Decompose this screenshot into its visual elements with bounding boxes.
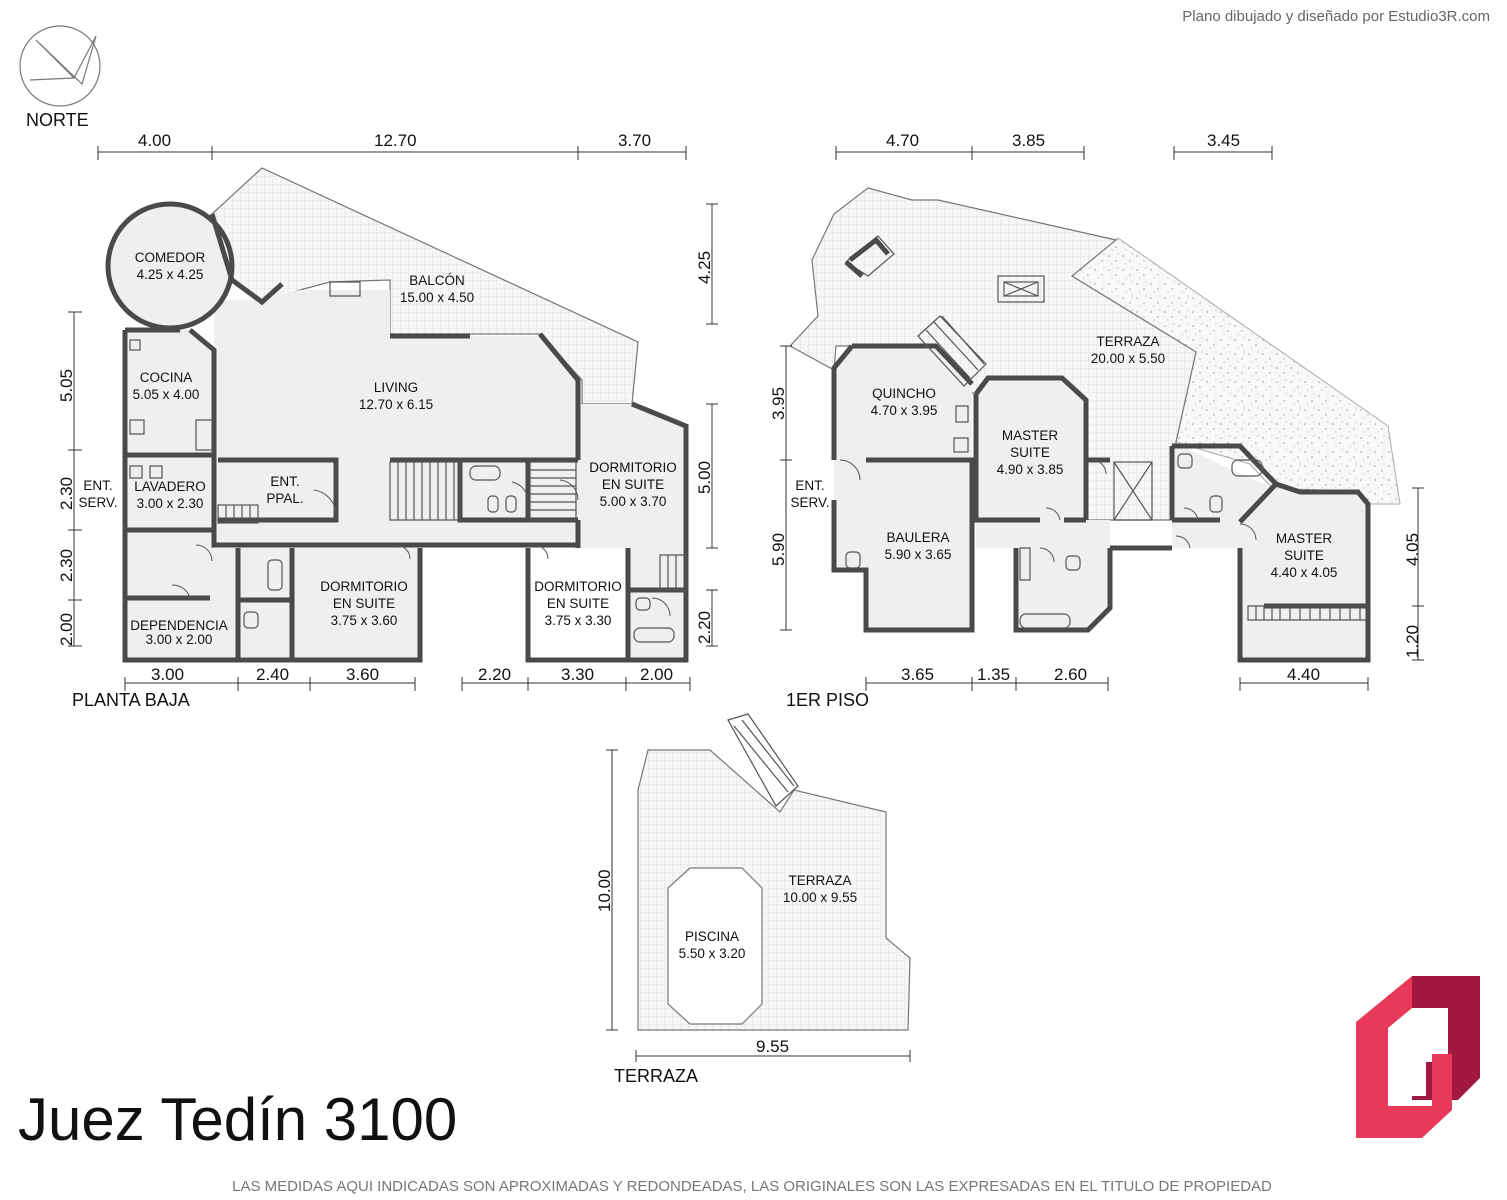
room-dorm3-name: DORMITORIO	[534, 579, 622, 594]
room-dependencia-name: DEPENDENCIA	[130, 618, 228, 633]
floor-name-ground: PLANTA BAJA	[72, 690, 190, 710]
roof-terrace-plan	[637, 713, 911, 1031]
north-label: NORTE	[26, 110, 89, 130]
room-master2-sub: SUITE	[1284, 548, 1324, 563]
dim-label: 3.65	[901, 665, 934, 684]
room-dorm1-sub: EN SUITE	[602, 477, 664, 492]
dim-label: 9.55	[756, 1037, 789, 1056]
dimension-labels: 4.00 12.70 3.70 3.00 2.40 3.60 2.20 3.30…	[57, 131, 1422, 1056]
dim-label: 4.05	[1403, 533, 1422, 566]
room-balcon-size: 15.00 x 4.50	[400, 290, 474, 305]
room-living-size: 12.70 x 6.15	[359, 397, 433, 412]
room-ent-serv-name: ENT.	[83, 478, 112, 493]
dim-label: 3.60	[346, 665, 379, 684]
room-quincho-name: QUINCHO	[872, 386, 936, 401]
room-dependencia-size: 3.00 x 2.00	[146, 632, 213, 647]
room-dorm2-size: 3.75 x 3.60	[331, 613, 398, 628]
room-master1-sub: SUITE	[1010, 445, 1050, 460]
room-comedor-size: 4.25 x 4.25	[137, 267, 204, 282]
dim-label: 4.25	[695, 251, 714, 284]
room-dorm2-name: DORMITORIO	[320, 579, 408, 594]
dim-label: 4.00	[138, 131, 171, 150]
room-labels: COMEDOR 4.25 x 4.25 BALCÓN 15.00 x 4.50 …	[78, 250, 1337, 961]
dim-label: 2.40	[256, 665, 289, 684]
first-floor-plan	[789, 187, 1401, 663]
room-lavadero-name: LAVADERO	[134, 479, 206, 494]
room-baulera-name: BAULERA	[886, 530, 949, 545]
room-dorm1-size: 5.00 x 3.70	[600, 494, 667, 509]
room-comedor-name: COMEDOR	[135, 250, 206, 265]
room-ent-ppal-sub: PPAL.	[266, 491, 303, 506]
dim-label: 3.95	[769, 387, 788, 420]
disclaimer-text: LAS MEDIDAS AQUI INDICADAS SON APROXIMAD…	[232, 1178, 1272, 1195]
room-master1-name: MASTER	[1002, 428, 1059, 443]
dim-label: 5.90	[769, 533, 788, 566]
room-lavadero-size: 3.00 x 2.30	[137, 496, 204, 511]
dim-label: 1.35	[977, 665, 1010, 684]
room-baulera-size: 5.90 x 3.65	[885, 547, 952, 562]
dim-label: 5.00	[695, 461, 714, 494]
dim-label: 10.00	[595, 869, 614, 912]
room-dorm3-size: 3.75 x 3.30	[545, 613, 612, 628]
page-title: Juez Tedín 3100	[18, 1086, 457, 1153]
dim-label: 2.30	[57, 549, 76, 582]
dim-label: 1.20	[1403, 625, 1422, 658]
room-terraza1-name: TERRAZA	[1096, 334, 1159, 349]
room-terraza1-size: 20.00 x 5.50	[1091, 351, 1165, 366]
room-ent-ppal-name: ENT.	[270, 474, 299, 489]
dim-label: 5.05	[57, 369, 76, 402]
room-living-name: LIVING	[374, 380, 418, 395]
floor-name-roof: TERRAZA	[614, 1066, 698, 1086]
room-cocina-name: COCINA	[140, 370, 193, 385]
room-master1-size: 4.90 x 3.85	[997, 462, 1064, 477]
room-cocina-size: 5.05 x 4.00	[133, 387, 200, 402]
room-balcon-name: BALCÓN	[409, 273, 465, 288]
room-dorm1-name: DORMITORIO	[589, 460, 677, 475]
room-ent-serv2-sub: SERV.	[790, 495, 829, 510]
north-arrow-icon	[19, 25, 101, 107]
dim-label: 2.00	[57, 613, 76, 646]
dimension-lines	[68, 146, 1424, 1062]
estudio-logo-icon	[1356, 976, 1480, 1138]
dim-label: 3.85	[1012, 131, 1045, 150]
dim-label: 2.20	[695, 611, 714, 644]
dim-label: 3.30	[561, 665, 594, 684]
credit-text: Plano dibujado y diseñado por Estudio3R.…	[1182, 8, 1490, 25]
floor-name-first: 1ER PISO	[786, 690, 869, 710]
room-ent-serv-sub: SERV.	[78, 495, 117, 510]
dim-label: 3.00	[151, 665, 184, 684]
dim-label: 2.30	[57, 477, 76, 510]
dim-label: 12.70	[374, 131, 417, 150]
ground-floor-plan	[105, 167, 689, 663]
room-quincho-size: 4.70 x 3.95	[871, 403, 938, 418]
dim-label: 4.40	[1287, 665, 1320, 684]
dim-label: 2.20	[478, 665, 511, 684]
room-terraza2-size: 10.00 x 9.55	[783, 890, 857, 905]
room-dorm3-sub: EN SUITE	[547, 596, 609, 611]
room-terraza2-name: TERRAZA	[788, 873, 851, 888]
dim-label: 3.45	[1207, 131, 1240, 150]
dim-label: 3.70	[618, 131, 651, 150]
room-master2-size: 4.40 x 4.05	[1271, 565, 1338, 580]
dim-label: 4.70	[886, 131, 919, 150]
room-dorm2-sub: EN SUITE	[333, 596, 395, 611]
room-piscina-name: PISCINA	[685, 929, 739, 944]
dim-label: 2.60	[1054, 665, 1087, 684]
dim-label: 2.00	[640, 665, 673, 684]
room-piscina-size: 5.50 x 3.20	[679, 946, 746, 961]
room-master2-name: MASTER	[1276, 531, 1333, 546]
room-ent-serv2-name: ENT.	[795, 478, 824, 493]
